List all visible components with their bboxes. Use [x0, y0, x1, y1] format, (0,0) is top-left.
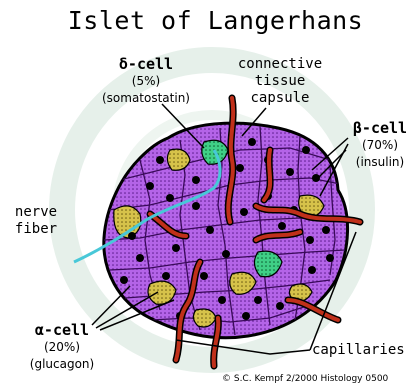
beta-cell-percent: (70%) [344, 137, 416, 154]
nerve-fiber-label: nerve fiber [6, 204, 66, 238]
beta-cell-name: β-cell [344, 120, 416, 137]
delta-cell-hormone: (somatostatin) [86, 90, 206, 107]
capsule-label: connective tissue capsule [230, 56, 330, 107]
capillaries-label: capillaries [312, 342, 405, 359]
capsule-label-line-1: connective [230, 56, 330, 73]
delta-cell-label: δ-cell (5%) (somatostatin) [86, 56, 206, 107]
beta-cell-label: β-cell (70%) (insulin) [344, 120, 416, 171]
nerve-fiber-label-line-2: fiber [6, 221, 66, 238]
alpha-cell-percent: (20%) [22, 339, 102, 356]
capsule-label-line-2: tissue [230, 73, 330, 90]
nerve-fiber-label-line-1: nerve [6, 204, 66, 221]
alpha-cell-label: α-cell (20%) (glucagon) [22, 322, 102, 373]
diagram-title: Islet of Langerhans [0, 6, 419, 35]
copyright-credit: © S.C. Kempf 2/2000 Histology 0500 [222, 374, 388, 384]
delta-cell-name: δ-cell [86, 56, 206, 73]
alpha-cell-name: α-cell [22, 322, 102, 339]
beta-cell-hormone: (insulin) [344, 154, 416, 171]
delta-cell-percent: (5%) [86, 73, 206, 90]
alpha-cell-hormone: (glucagon) [22, 356, 102, 373]
capsule-label-line-3: capsule [230, 90, 330, 107]
